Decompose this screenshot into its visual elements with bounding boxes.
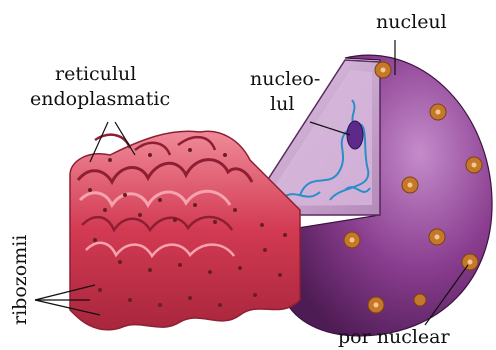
label-nuclear-pore: por nuclear [338,326,450,348]
label-nucleus: nucleul [376,11,447,33]
label-nucleolus-line2: lul [270,93,294,115]
label-er-line2: endoplasmatic [30,88,170,110]
label-nucleolus-line1: nucleo- [250,68,320,90]
label-er-line1: reticulul [55,63,136,85]
label-ribosomes: ribozomii [9,235,31,325]
endoplasmic-reticulum [70,131,300,330]
